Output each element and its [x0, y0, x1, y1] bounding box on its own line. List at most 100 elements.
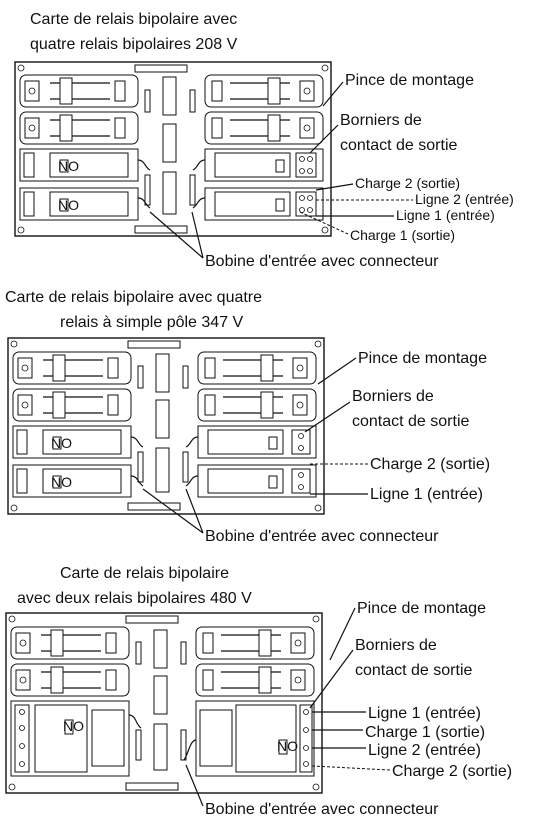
diagram-3-title-line-2: avec deux relais bipolaires 480 V	[17, 590, 252, 607]
connector-strip	[125, 782, 179, 791]
relay: NO	[19, 148, 139, 182]
ic-chip	[153, 675, 168, 715]
resistor	[182, 365, 189, 389]
diagram-480v: Carte de relais bipolaire avec deux rela…	[5, 565, 512, 818]
relay	[197, 425, 317, 459]
connector-strip	[134, 64, 188, 73]
connector-strip	[125, 615, 179, 624]
corner-hole	[17, 64, 25, 72]
diagram-1-title-line-1: Carte de relais bipolaire avec	[30, 11, 237, 28]
diagram-2-title-line-1: Carte de relais bipolaire avec quatre	[5, 289, 262, 306]
corner-hole	[17, 226, 25, 234]
relay: NO	[195, 700, 315, 777]
mounting-clip	[204, 111, 324, 145]
leader-line	[304, 401, 351, 433]
leader-line	[191, 211, 204, 259]
resistor	[180, 729, 187, 761]
ic-chip	[155, 399, 170, 439]
relay: NO	[12, 425, 132, 459]
relay-tag: NO	[51, 435, 72, 451]
corner-hole	[321, 226, 329, 234]
mounting-clip	[197, 388, 317, 422]
corner-hole	[312, 615, 320, 623]
mounting-clip	[197, 351, 317, 385]
leader-line	[315, 183, 354, 191]
corner-hole	[8, 783, 16, 791]
resistor	[189, 89, 196, 113]
ic-chip	[153, 629, 168, 669]
relay: NO	[12, 464, 132, 498]
label-ligne-1-entree: Ligne 1 (entrée)	[368, 705, 481, 722]
ic-chip	[155, 353, 170, 393]
connector-strip	[127, 502, 181, 511]
label-bobine: Bobine d'entrée avec connecteur	[205, 528, 439, 545]
leader-line	[185, 488, 204, 534]
corner-hole	[314, 504, 322, 512]
label-contact-de-sortie: contact de sortie	[352, 413, 470, 430]
coil-wire	[128, 714, 142, 729]
resistor	[189, 174, 196, 206]
leader-line	[322, 81, 344, 107]
diagram-347v: Carte de relais bipolaire avec quatre re…	[5, 289, 490, 545]
relay: NO	[10, 700, 130, 777]
relay	[204, 148, 324, 182]
coil-wire	[185, 475, 199, 487]
label-ligne-2-entree: Ligne 2 (entrée)	[415, 191, 514, 207]
label-pince-de-montage: Pince de montage	[345, 72, 474, 89]
mounting-clip	[12, 388, 132, 422]
ic-chip	[162, 76, 177, 116]
mounting-clip	[195, 663, 315, 697]
label-pince-de-montage: Pince de montage	[358, 350, 487, 367]
label-ligne-2-entree: Ligne 2 (entrée)	[368, 742, 481, 759]
dashed-leader	[311, 765, 391, 771]
resistor	[135, 729, 142, 761]
corner-hole	[321, 64, 329, 72]
resistor	[137, 451, 144, 483]
relay	[204, 187, 324, 221]
ic-chip	[162, 171, 177, 215]
connector-strip	[127, 340, 181, 349]
leader-line	[185, 764, 204, 807]
ic-chip	[155, 447, 170, 493]
label-charge-2-sortie: Charge 2 (sortie)	[355, 175, 460, 191]
corner-hole	[10, 504, 18, 512]
label-bobine: Bobine d'entrée avec connecteur	[205, 253, 439, 270]
resistor	[137, 365, 144, 389]
leader-line	[142, 488, 204, 534]
coil-wire	[192, 159, 206, 171]
relay-tag: NO	[51, 474, 72, 490]
mounting-clip	[10, 626, 130, 660]
corner-hole	[314, 340, 322, 348]
label-charge-2-sortie: Charge 2 (sortie)	[392, 763, 512, 780]
diagram-1-title-line-2: quatre relais bipolaires 208 V	[30, 36, 238, 53]
mounting-clip	[204, 74, 324, 108]
label-borniers-de: Borniers de	[340, 112, 422, 129]
coil-wire	[192, 197, 206, 209]
relay-tag: NO	[58, 197, 79, 213]
mounting-clip	[10, 663, 130, 697]
resistor	[135, 641, 142, 665]
coil-wire	[130, 436, 144, 448]
mounting-clip	[195, 626, 315, 660]
mounting-clip	[12, 351, 132, 385]
leader-line	[317, 357, 357, 385]
coil-wire	[185, 436, 199, 448]
leader-line	[329, 607, 356, 661]
relay	[197, 464, 317, 498]
corner-hole	[312, 783, 320, 791]
diagram-2-title-line-2: relais à simple pôle 347 V	[60, 314, 244, 331]
resistor	[144, 89, 151, 113]
diagram-3-title-line-1: Carte de relais bipolaire	[60, 565, 229, 582]
label-charge-1-sortie: Charge 1 (sortie)	[350, 227, 455, 243]
label-charge-2-sortie: Charge 2 (sortie)	[370, 456, 490, 473]
resistor	[144, 174, 151, 206]
ic-chip	[153, 723, 168, 771]
ic-chip	[162, 123, 177, 163]
label-pince-de-montage: Pince de montage	[357, 600, 486, 617]
dashed-leader	[299, 211, 349, 235]
coil-wire	[183, 739, 197, 761]
leader-line	[309, 649, 354, 709]
relay-tag: NO	[58, 158, 79, 174]
label-bobine: Bobine d'entrée avec connecteur	[205, 801, 439, 818]
leader-line	[149, 211, 204, 259]
